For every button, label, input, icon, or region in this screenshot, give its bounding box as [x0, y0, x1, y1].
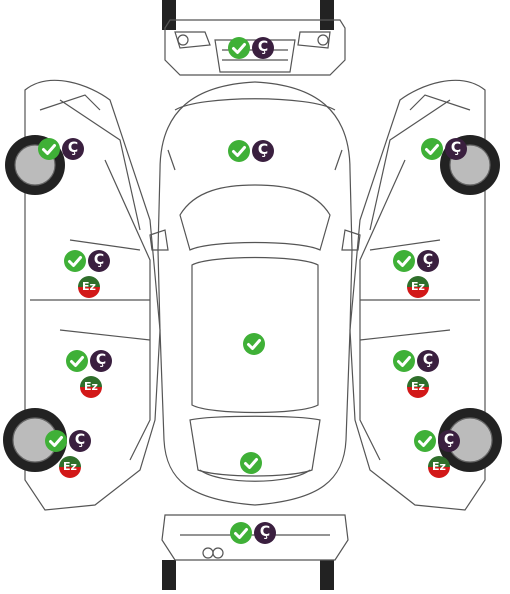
trunk-ok-check-icon[interactable]: [240, 452, 262, 474]
right-rear-fender-ok-check-icon[interactable]: [414, 430, 436, 452]
right-front-fender-painted-badge[interactable]: Ç: [445, 138, 467, 160]
right-rear-door-dent-badge[interactable]: Ez: [407, 376, 429, 398]
left-front-fender-painted-badge[interactable]: Ç: [62, 138, 84, 160]
left-front-fender-ok-check-icon[interactable]: [38, 138, 60, 160]
right-front-door-ok-check-icon[interactable]: [393, 250, 415, 272]
right-front-door-painted-badge[interactable]: Ç: [417, 250, 439, 272]
left-front-door-dent-badge[interactable]: Ez: [78, 276, 100, 298]
right-side-drawing: [349, 79, 502, 511]
rear-bumper-painted-badge[interactable]: Ç: [254, 522, 276, 544]
left-rear-fender-painted-badge[interactable]: Ç: [69, 430, 91, 452]
left-front-door-ok-check-icon[interactable]: [64, 250, 86, 272]
rear-bumper-ok-check-icon[interactable]: [230, 522, 252, 544]
right-rear-door-painted-badge[interactable]: Ç: [417, 350, 439, 372]
front-bumper-painted-badge[interactable]: Ç: [252, 37, 274, 59]
right-front-fender-ok-check-icon[interactable]: [421, 138, 443, 160]
left-rear-fender-ok-check-icon[interactable]: [45, 430, 67, 452]
front-bumper-ok-check-icon[interactable]: [228, 37, 250, 59]
left-front-door-painted-badge[interactable]: Ç: [88, 250, 110, 272]
left-rear-door-ok-check-icon[interactable]: [66, 350, 88, 372]
hood-painted-badge[interactable]: Ç: [252, 140, 274, 162]
left-rear-door-dent-badge[interactable]: Ez: [80, 376, 102, 398]
right-front-door-dent-badge[interactable]: Ez: [407, 276, 429, 298]
left-side-drawing: [3, 79, 161, 511]
right-rear-fender-painted-badge[interactable]: Ç: [438, 430, 460, 452]
right-rear-door-ok-check-icon[interactable]: [393, 350, 415, 372]
front-bumper-drawing: [162, 0, 346, 76]
right-rear-fender-dent-badge[interactable]: Ez: [428, 456, 450, 478]
roof-ok-check-icon[interactable]: [243, 333, 265, 355]
left-rear-door-painted-badge[interactable]: Ç: [90, 350, 112, 372]
left-rear-fender-dent-badge[interactable]: Ez: [59, 456, 81, 478]
hood-ok-check-icon[interactable]: [228, 140, 250, 162]
